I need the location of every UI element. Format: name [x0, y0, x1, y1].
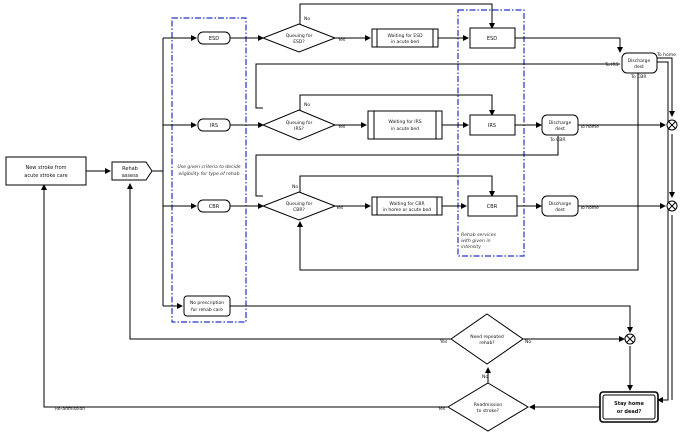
queue-esd-decision: Queuing for ESD? [261, 23, 337, 53]
intensity-note-line-3: intensity [461, 244, 481, 250]
start-label-line-1: New stroke from [25, 165, 66, 171]
no-prescription-line-1: No prescription [190, 300, 224, 306]
summing-junction-cbr [666, 200, 678, 212]
queue-irs-decision: Queuing for IRS? [261, 109, 337, 141]
edge-label-to-cbr-1: To CBR [630, 74, 647, 80]
discharge-2-line-2: dest [555, 126, 565, 132]
connectors [41, 3, 675, 410]
need-rehab-line-1: Need repeated [470, 334, 504, 340]
wait-esd-node: Waiting for ESD in acute bed [371, 28, 439, 48]
wait-irs-node: Waiting for IRS in acute bed [367, 110, 443, 140]
discharge-1-line-2: dest [634, 64, 644, 70]
discharge-2-line-1: Discharge [549, 120, 572, 126]
readmission-line-2: to stroke? [477, 408, 500, 414]
queue-cbr-line-2: CBR? [293, 207, 305, 213]
discharge-dest-irs-node: Discharge dest [541, 114, 579, 136]
start-node: New stroke from acute stroke care [5, 156, 87, 186]
no-prescription-node: No prescription for rehab care [183, 295, 231, 317]
start-label-line-2: acute stroke care [24, 173, 67, 179]
discharge-3-line-1: Discharge [549, 201, 572, 207]
eligibility-group-border [171, 17, 247, 323]
rehab-assess-line-2: assess [122, 173, 139, 179]
discharge-dest-cbr-node: Discharge dest [541, 195, 579, 217]
eligibility-note-line-1: Use given criteria to decide [177, 164, 240, 170]
queue-cbr-line-1: Queuing for [286, 201, 313, 207]
edge-label-to-home-2: To home [579, 124, 599, 130]
wait-irs-line-2: in acute bed [391, 126, 419, 132]
queue-esd-line-2: ESD? [293, 39, 305, 45]
stay-home-line-1: Stay home [614, 401, 644, 407]
edge-label-yes-cbr: Yes [335, 205, 344, 211]
edge-label-to-cbr-2: To CBR [549, 137, 566, 143]
cbr-eligibility-label: CBR [209, 204, 220, 210]
irs-eligibility-label: IRS [210, 123, 218, 129]
discharge-3-line-2: dest [555, 207, 565, 213]
edge-label-to-home-1: To home [656, 52, 676, 58]
edge-label-re-admission: Re-admission [55, 406, 85, 412]
esd-service-label: ESD [487, 36, 497, 42]
irs-eligibility-node: IRS [197, 118, 231, 132]
cbr-service-label: CBR [487, 204, 498, 210]
intensity-note-line-2: with given in [461, 238, 491, 244]
irs-service-label: IRS [488, 123, 496, 129]
need-repeated-rehab-decision: Need repeated rehab? [450, 313, 524, 365]
service-group-border [457, 9, 525, 257]
intensity-note-line-1: Rehab services [461, 232, 497, 238]
summing-junction-irs [666, 119, 678, 131]
queue-esd-line-1: Queuing for [286, 33, 313, 39]
summing-junction-rehab [624, 333, 636, 345]
edge-label-no-readmission: No [482, 374, 488, 380]
queue-irs-line-2: IRS? [294, 126, 304, 132]
edge-labels: No Yes No Yes No Yes To IRS To CBR To ho… [55, 16, 676, 412]
edge-label-yes-irs: Yes [337, 124, 346, 130]
rehab-assess-line-1: Rehab [122, 166, 138, 172]
edge-label-no-esd: No [304, 16, 310, 22]
edge-label-yes-rehab: Yes [439, 339, 448, 345]
rehab-assess-node: Rehab assess [111, 161, 153, 181]
queue-irs-line-1: Queuing for [286, 120, 313, 126]
wait-irs-line-1: Waiting for IRS [388, 119, 421, 125]
no-prescription-line-2: for rehab care [191, 307, 223, 313]
edge-label-to-home-3: To home [579, 205, 599, 211]
discharge-1-line-1: Discharge [628, 58, 651, 64]
discharge-dest-esd-node: Discharge dest [621, 52, 658, 74]
edge-label-to-irs: To IRS [604, 62, 619, 68]
edge-label-yes-esd: Yes [337, 37, 346, 43]
stay-home-line-2: or dead? [617, 409, 642, 415]
edge-label-no-irs: No [304, 102, 310, 108]
edge-label-no-cbr: No [292, 184, 298, 190]
stay-home-or-dead-node: Stay home or dead? [599, 391, 659, 423]
cbr-eligibility-node: CBR [197, 199, 231, 213]
readmission-decision: Readmission to stroke? [447, 382, 529, 432]
irs-service-node: IRS [469, 114, 516, 136]
wait-esd-line-2: in acute bed [391, 39, 419, 45]
esd-service-node: ESD [469, 27, 516, 49]
esd-eligibility-label: ESD [209, 36, 219, 42]
wait-esd-line-1: Waiting for ESD [387, 33, 423, 39]
wait-cbr-line-2: in home or acute bed [383, 207, 431, 213]
readmission-line-1: Readmission [474, 402, 503, 408]
wait-cbr-line-1: Waiting for CBR [389, 201, 424, 207]
edge-label-yes-readmission: Yes [437, 406, 446, 412]
eligibility-note-line-2: eligibility for type of rehab [178, 171, 239, 177]
esd-eligibility-node: ESD [197, 31, 231, 45]
need-rehab-line-2: rehab? [479, 340, 495, 346]
edge-label-no-rehab: No [525, 339, 531, 345]
queue-cbr-decision: Queuing for CBR? [261, 191, 337, 221]
wait-cbr-node: Waiting for CBR in home or acute bed [371, 196, 443, 216]
cbr-service-node: CBR [467, 195, 518, 217]
